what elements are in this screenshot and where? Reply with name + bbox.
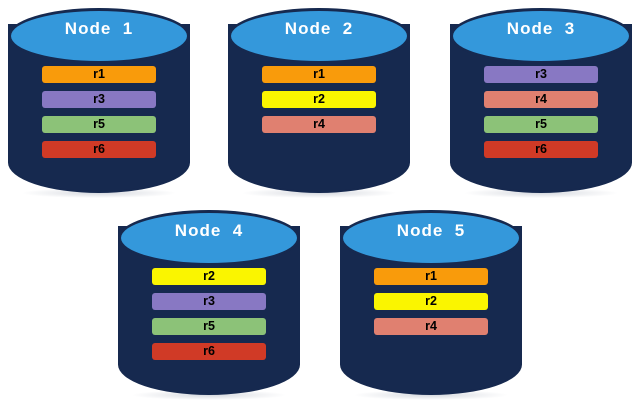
node-label: Node 5 bbox=[396, 221, 466, 240]
record-bar-r1[interactable]: r1 bbox=[373, 268, 489, 285]
cylinder-shape bbox=[8, 8, 190, 193]
record-bar-r1[interactable]: r1 bbox=[261, 66, 377, 83]
cylinder-shadow bbox=[354, 390, 508, 400]
cylinder-shadow bbox=[132, 390, 286, 400]
record-bar-r2[interactable]: r2 bbox=[151, 268, 267, 285]
node-label: Node 4 bbox=[174, 221, 244, 240]
cylinder-top-ellipse bbox=[8, 8, 190, 64]
cylinder-node-4[interactable]: Node 4 r2 r3 r5 r6 bbox=[118, 210, 300, 400]
cylinder-top-ellipse bbox=[228, 8, 410, 64]
record-list: r3 r4 r5 r6 bbox=[450, 66, 632, 158]
record-bar-r5[interactable]: r5 bbox=[151, 318, 267, 335]
cylinder-node-5[interactable]: Node 5 r1 r2 r4 bbox=[340, 210, 522, 400]
record-list: r2 r3 r5 r6 bbox=[118, 268, 300, 360]
cylinder-shadow bbox=[242, 188, 396, 198]
record-bar-r4[interactable]: r4 bbox=[373, 318, 489, 335]
cylinder-shadow bbox=[464, 188, 618, 198]
cylinder-shadow bbox=[22, 188, 176, 198]
record-bar-r6[interactable]: r6 bbox=[41, 141, 157, 158]
cylinder-node-1[interactable]: Node 1 r1 r3 r5 r6 bbox=[8, 8, 190, 198]
cylinder-shape bbox=[228, 8, 410, 193]
record-list: r1 r2 r4 bbox=[340, 268, 522, 335]
cylinder-top-ellipse bbox=[450, 8, 632, 64]
cylinder-node-2[interactable]: Node 2 r1 r2 r4 bbox=[228, 8, 410, 198]
record-list: r1 r2 r4 bbox=[228, 66, 410, 133]
node-label: Node 2 bbox=[284, 19, 354, 38]
record-bar-r3[interactable]: r3 bbox=[151, 293, 267, 310]
cylinder-node-3[interactable]: Node 3 r3 r4 r5 r6 bbox=[450, 8, 632, 198]
record-bar-r2[interactable]: r2 bbox=[373, 293, 489, 310]
record-bar-r4[interactable]: r4 bbox=[261, 116, 377, 133]
cylinder-top-ellipse bbox=[118, 210, 300, 266]
record-bar-r5[interactable]: r5 bbox=[41, 116, 157, 133]
cylinder-top-ellipse bbox=[340, 210, 522, 266]
record-bar-r6[interactable]: r6 bbox=[151, 343, 267, 360]
record-bar-r1[interactable]: r1 bbox=[41, 66, 157, 83]
cylinder-shape bbox=[450, 8, 632, 193]
record-bar-r4[interactable]: r4 bbox=[483, 91, 599, 108]
record-bar-r3[interactable]: r3 bbox=[41, 91, 157, 108]
record-bar-r3[interactable]: r3 bbox=[483, 66, 599, 83]
cylinder-shape bbox=[340, 210, 522, 395]
node-label: Node 3 bbox=[506, 19, 576, 38]
node-label: Node 1 bbox=[64, 19, 134, 38]
record-list: r1 r3 r5 r6 bbox=[8, 66, 190, 158]
record-bar-r5[interactable]: r5 bbox=[483, 116, 599, 133]
record-bar-r6[interactable]: r6 bbox=[483, 141, 599, 158]
record-bar-r2[interactable]: r2 bbox=[261, 91, 377, 108]
cylinder-shape bbox=[118, 210, 300, 395]
